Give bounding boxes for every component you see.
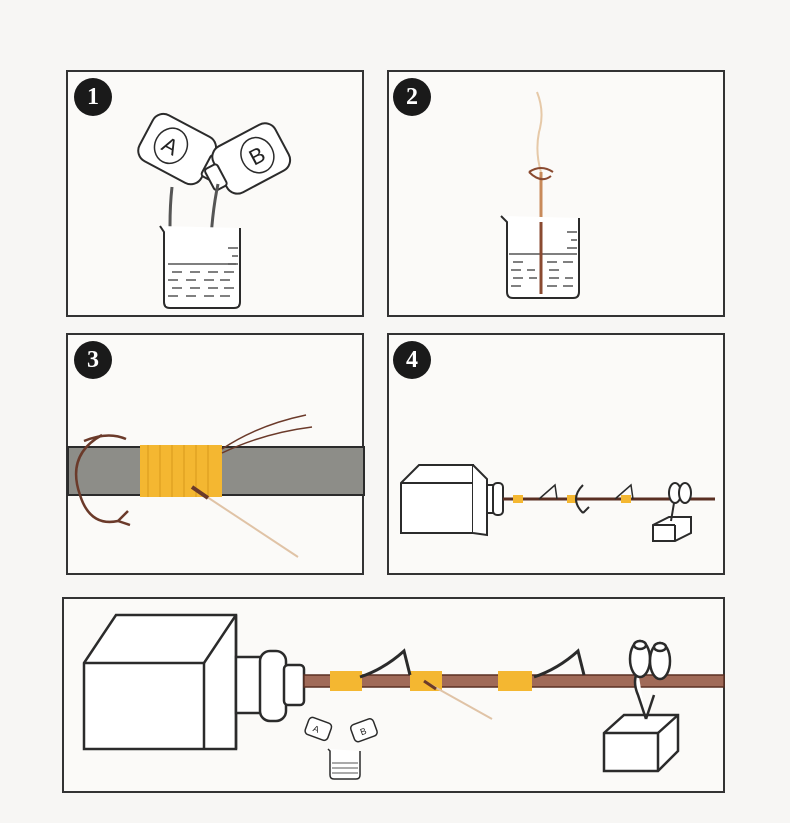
wrapping-closeup-illustration <box>67 414 365 558</box>
small-beaker <box>327 748 361 780</box>
rod-support <box>602 639 680 773</box>
small-bottle-a: A <box>304 716 333 742</box>
step-2-panel: 2 <box>387 70 725 317</box>
step-4-badge: 4 <box>393 341 431 379</box>
small-bottle-a-label: A <box>312 723 321 734</box>
final-assembly-panel: A B <box>62 597 725 793</box>
motor-drying-illustration <box>400 464 715 542</box>
bottle-b: B <box>204 122 292 195</box>
motor <box>82 613 306 751</box>
beaker <box>159 225 241 309</box>
mixing-illustration: A B <box>137 112 292 309</box>
step-3-panel: 3 <box>66 333 365 575</box>
small-bottle-b: B <box>349 718 378 743</box>
beaker <box>500 215 580 299</box>
step-2-badge: 2 <box>393 78 431 116</box>
stirring-illustration <box>500 91 580 299</box>
bottle-a: A <box>137 112 225 186</box>
step-4-panel: 4 <box>387 333 725 575</box>
step-3-badge: 3 <box>74 341 112 379</box>
final-assembly-illustration: A B <box>82 613 725 780</box>
motor <box>400 464 504 537</box>
step-1-badge: 1 <box>74 78 112 116</box>
rod-support <box>652 482 692 542</box>
step-1-panel: 1 A B <box>66 70 364 317</box>
small-bottle-b-label: B <box>359 726 368 737</box>
